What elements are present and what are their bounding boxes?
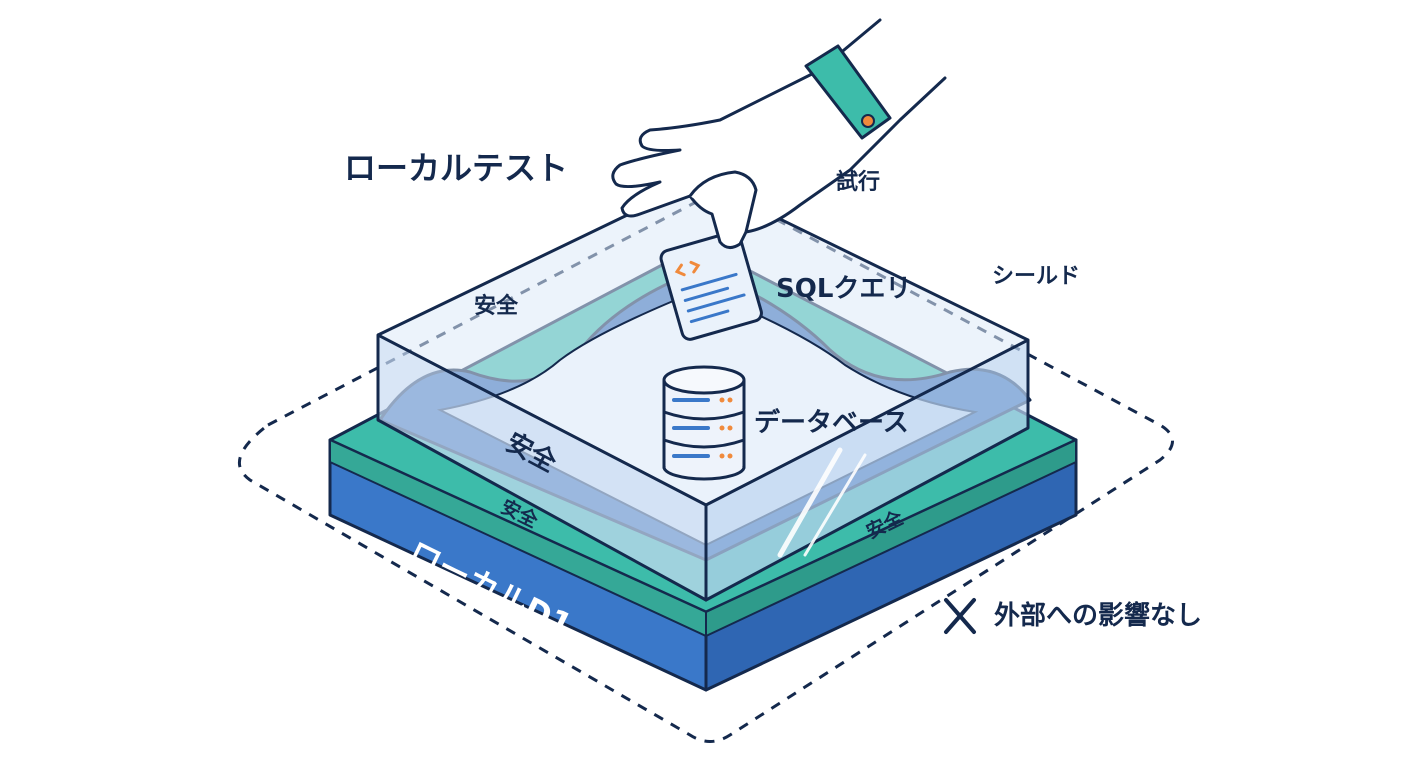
shield-label: シールド bbox=[992, 264, 1081, 289]
hand-icon bbox=[611, 18, 947, 249]
x-mark-icon bbox=[944, 598, 976, 634]
database-label: データベース bbox=[754, 408, 909, 438]
sql-document-icon bbox=[659, 230, 763, 341]
sql-query-label: SQLクエリ bbox=[776, 274, 912, 304]
safe-label-shield: 安全 bbox=[474, 294, 519, 319]
local-test-label: ローカルテスト bbox=[344, 149, 569, 187]
database-icon bbox=[662, 365, 746, 481]
trial-label: 試行 bbox=[836, 170, 881, 195]
no-external-impact-label: 外部への影響なし bbox=[994, 601, 1203, 631]
